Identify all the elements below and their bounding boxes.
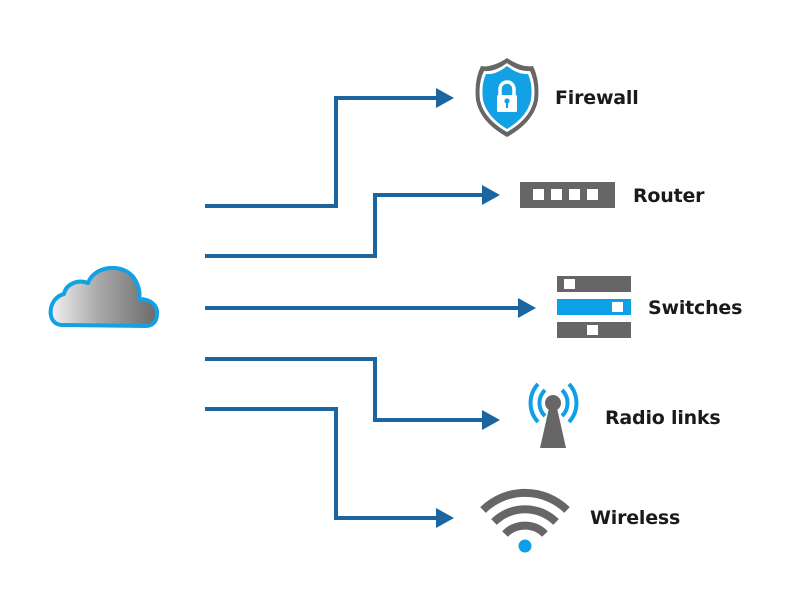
arrowhead-switches — [518, 298, 536, 318]
arrowhead-router — [482, 185, 500, 205]
label-radio-links: Radio links — [605, 407, 721, 429]
connector-firewall — [205, 96, 438, 208]
shield-lock-icon — [475, 58, 539, 137]
label-switches: Switches — [648, 297, 743, 319]
cloud-icon — [48, 265, 160, 328]
connector-router — [205, 193, 484, 258]
radio-tower-icon — [528, 382, 579, 448]
label-wireless: Wireless — [590, 507, 681, 529]
arrowhead-wireless — [436, 508, 454, 528]
connector-radio-links — [205, 357, 484, 422]
arrowhead-radio-links — [482, 410, 500, 430]
arrowhead-firewall — [436, 88, 454, 108]
router-icon — [520, 182, 615, 208]
connector-wireless — [205, 407, 438, 520]
wifi-icon — [480, 488, 570, 553]
switches-icon — [557, 276, 631, 338]
label-router: Router — [633, 185, 705, 207]
label-firewall: Firewall — [555, 87, 639, 109]
